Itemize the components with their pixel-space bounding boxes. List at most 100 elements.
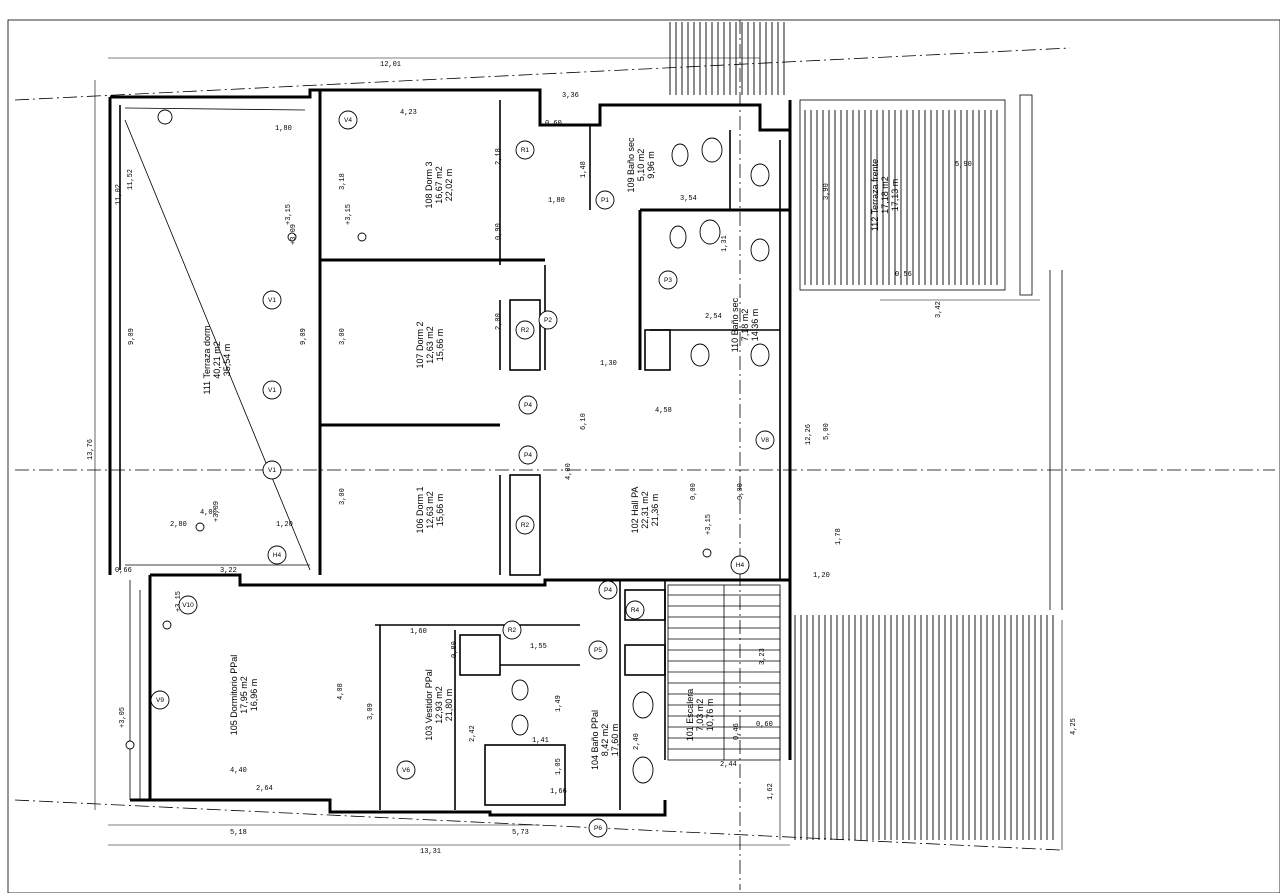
opening-tag-circle [588, 640, 608, 660]
svg-text:103 Vestidor PPal: 103 Vestidor PPal [424, 669, 434, 741]
dim-text: 9,09 [128, 328, 136, 345]
opening-tag-text: R2 [508, 627, 517, 634]
staircase [667, 584, 781, 761]
opening-tag-circle [178, 595, 198, 615]
svg-text:40,21 m2: 40,21 m2 [212, 341, 222, 379]
opening-tag: P4 [518, 395, 538, 415]
dim-text: 4,40 [230, 767, 247, 775]
opening-tag-text: V1 [268, 387, 276, 394]
opening-tag: V6 [396, 760, 416, 780]
dim-text: 3,23 [759, 648, 767, 665]
level-text: 0,00 [737, 483, 745, 500]
opening-tag-text: V10 [182, 602, 194, 609]
dim-text: 2,18 [495, 148, 503, 165]
dim-text: 2,40 [633, 733, 641, 750]
opening-tag-circle [658, 270, 678, 290]
svg-text:7,03 m2: 7,03 m2 [695, 699, 705, 732]
opening-tag: V10 [178, 595, 198, 615]
dim-text: 0,60 [756, 721, 773, 729]
level-texts: +3,15 +3,15 +3,09 +3,09 +3,15 +3,15 +3,0… [119, 204, 745, 728]
dim-text: 0,90 [495, 223, 503, 240]
opening-tag: P3 [658, 270, 678, 290]
dim-text: 3,36 [562, 92, 579, 100]
opening-tag: R2 [515, 515, 535, 535]
level-text: +3,09 [213, 501, 221, 522]
dim-text: 0,60 [545, 120, 562, 128]
opening-tag-text: V9 [156, 697, 164, 704]
dim-text: 3,00 [339, 488, 347, 505]
dim-text: 1,80 [548, 197, 565, 205]
opening-tag-circle [598, 580, 618, 600]
dim-text: 2,54 [705, 313, 722, 321]
svg-text:12,63 m2: 12,63 m2 [425, 326, 435, 364]
svg-text:110 Baño sec: 110 Baño sec [730, 297, 740, 352]
opening-tag-text: P5 [594, 647, 602, 654]
dimension-texts: 12,01 13,31 13,76 11,52 11,02 9,09 9,09 … [87, 61, 1078, 856]
svg-text:21,36 m: 21,36 m [650, 494, 660, 527]
room-label-106: 106 Dorm 1 12,63 m2 15,66 m [415, 486, 445, 533]
dim-text: 1,49 [555, 695, 563, 712]
svg-text:104 Baño PPal: 104 Baño PPal [590, 710, 600, 770]
opening-tag: R2 [502, 620, 522, 640]
svg-text:105 Dormitorio PPal: 105 Dormitorio PPal [229, 655, 239, 736]
svg-text:112 Terraza frente: 112 Terraza frente [870, 159, 880, 231]
dim-text: 1,41 [532, 737, 549, 745]
dim-text: 0,66 [115, 567, 132, 575]
room-label-109: 109 Baño sec 5,10 m2 9,96 m [626, 137, 656, 193]
opening-tag-text: R2 [521, 522, 530, 529]
opening-tag-text: V8 [761, 437, 769, 444]
opening-tag-circle [538, 310, 558, 330]
opening-tag-circle [262, 460, 282, 480]
svg-text:101 Escalera: 101 Escalera [685, 689, 695, 742]
opening-tag-text: R2 [521, 327, 530, 334]
svg-text:35,54 m: 35,54 m [222, 344, 232, 377]
dim-text: 12,01 [380, 61, 401, 69]
opening-tag-circle [515, 140, 535, 160]
opening-tag-text: V1 [268, 297, 276, 304]
dim-text: 5,00 [823, 423, 831, 440]
opening-tags: V1V1V1V4V6V8V9V10P1P2P3P4P4P4P5P6H4H4R1R… [150, 110, 775, 838]
dim-text: 3,54 [680, 195, 697, 203]
svg-text:14,36 m: 14,36 m [750, 309, 760, 342]
level-text: +3,09 [290, 224, 298, 245]
opening-tag-circle [262, 380, 282, 400]
level-text: +3,15 [705, 514, 713, 535]
dim-text: 1,30 [600, 360, 617, 368]
svg-text:8,42 m2: 8,42 m2 [600, 724, 610, 757]
dim-text: 3,00 [339, 328, 347, 345]
opening-tag-text: P4 [604, 587, 612, 594]
level-text: +3,15 [345, 204, 353, 225]
dim-text: 4,00 [200, 509, 217, 517]
opening-tag: V4 [338, 110, 358, 130]
opening-tag-text: P4 [524, 402, 532, 409]
dim-text: 1,62 [767, 783, 775, 800]
dim-text: 2,44 [720, 761, 737, 769]
opening-tag: P6 [588, 818, 608, 838]
svg-text:17,13 m: 17,13 m [890, 179, 900, 212]
opening-tag: P4 [518, 445, 538, 465]
opening-tag-text: P6 [594, 825, 602, 832]
svg-text:108 Dorm 3: 108 Dorm 3 [424, 161, 434, 208]
dim-text: 1,78 [835, 528, 843, 545]
interior-walls [320, 100, 790, 810]
svg-text:16,67 m2: 16,67 m2 [434, 166, 444, 204]
opening-tag: H4 [267, 545, 287, 565]
svg-text:15,66 m: 15,66 m [435, 329, 445, 362]
dim-text: 1,66 [550, 788, 567, 796]
dim-text: 0,80 [451, 641, 459, 658]
svg-text:12,63 m2: 12,63 m2 [425, 491, 435, 529]
dim-text: 4,25 [1070, 718, 1078, 735]
dim-text: 13,31 [420, 848, 441, 856]
level-text: +3,05 [119, 707, 127, 728]
svg-text:17,60 m: 17,60 m [610, 724, 620, 757]
room-label-110: 110 Baño sec 7,18 m2 14,36 m [730, 297, 760, 352]
dim-text: 1,55 [530, 643, 547, 651]
svg-text:106 Dorm 1: 106 Dorm 1 [415, 486, 425, 533]
svg-text:17,95 m2: 17,95 m2 [239, 676, 249, 714]
opening-tag-text: P2 [544, 317, 552, 324]
svg-text:102 Hall PA: 102 Hall PA [630, 487, 640, 534]
dim-text: 3,22 [220, 567, 237, 575]
dim-text: 4,00 [565, 463, 573, 480]
svg-text:22,02 m: 22,02 m [444, 169, 454, 202]
